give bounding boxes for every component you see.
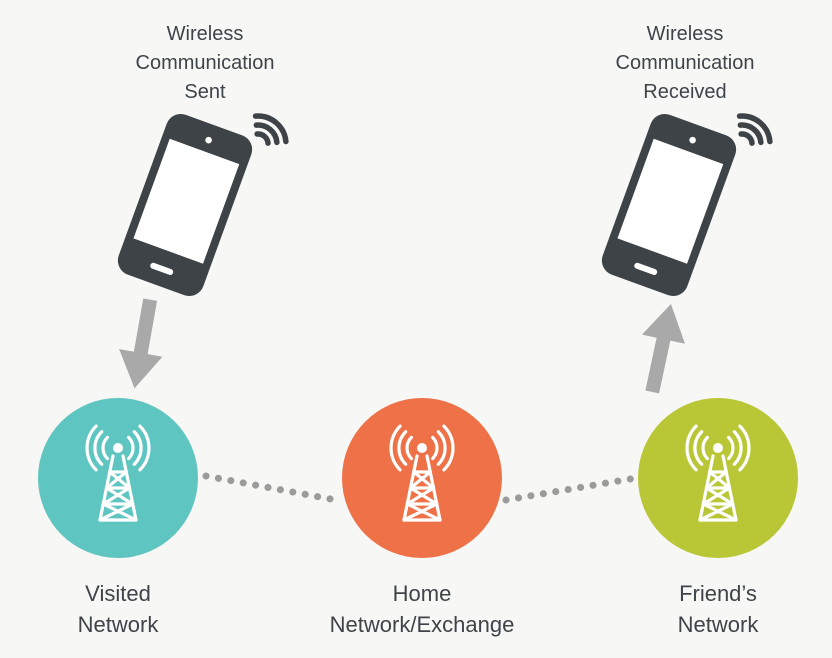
arrow-up-icon	[641, 303, 685, 394]
phone-camera-dot	[205, 136, 212, 144]
tower-top-dot	[713, 443, 723, 453]
tower-top-dot	[417, 443, 427, 453]
phone-screen	[133, 138, 240, 264]
label-wireless-sent: Wireless Communication Sent	[135, 23, 275, 103]
arrow-down-shape	[119, 298, 163, 389]
network-circle-visited	[38, 398, 198, 558]
arrow-up-shape	[641, 303, 685, 394]
radio-tower-icon	[685, 424, 751, 522]
node-home-network	[342, 398, 502, 563]
phone-sent-icon	[117, 113, 289, 297]
phone-received-icon	[601, 113, 773, 297]
tower-top-dot	[113, 443, 123, 453]
label-friends-network: Friend’s Network	[677, 581, 759, 637]
phone-home-button	[150, 262, 174, 275]
dotted-connector-left	[202, 472, 340, 504]
node-visited-network	[38, 398, 198, 563]
label-home-network: Home Network/Exchange	[329, 581, 515, 637]
smartphone-icon	[601, 113, 737, 297]
phone-home-button	[634, 262, 658, 275]
dotted-line	[502, 474, 640, 504]
signal-waves-icon	[252, 113, 289, 146]
radio-tower-icon	[85, 424, 151, 522]
label-visited-network: Visited Network	[77, 581, 159, 637]
node-friends-network	[638, 398, 798, 563]
network-circle-friends	[638, 398, 798, 558]
phone-camera-dot	[689, 136, 696, 144]
label-wireless-received: Wireless Communication Received	[615, 23, 755, 103]
dotted-connector-right	[502, 474, 640, 504]
signal-waves-icon	[736, 113, 773, 146]
phone-screen	[617, 138, 724, 264]
network-circle-home	[342, 398, 502, 558]
dotted-line	[202, 472, 340, 504]
smartphone-icon	[117, 113, 253, 297]
radio-tower-icon	[389, 424, 455, 522]
arrow-down-icon	[119, 298, 163, 389]
